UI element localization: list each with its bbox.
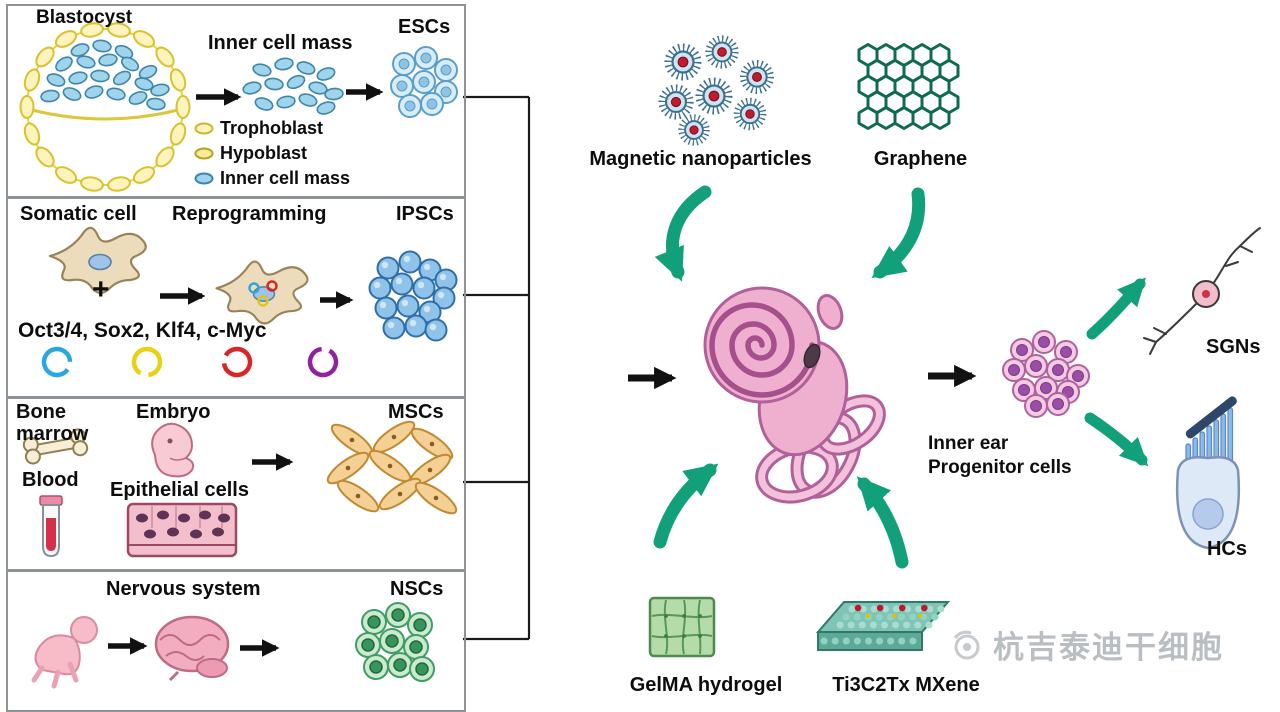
embryo-icon	[151, 422, 195, 478]
msc-result-label: MSCs	[388, 401, 444, 423]
graphene-lattice-illustration	[857, 43, 960, 130]
reprogramming-label: Reprogramming	[172, 203, 327, 225]
graphene-label: Graphene	[873, 148, 968, 170]
epithelial-cells-label: Epithelial cells	[110, 479, 249, 501]
hair-cell-illustration	[1175, 396, 1241, 550]
blastocyst-illustration	[19, 20, 191, 194]
gelma-hydrogel-label: GelMA hydrogel	[629, 674, 783, 696]
progenitor-cluster-illustration	[1002, 330, 1090, 418]
watermark-logo-icon	[953, 630, 980, 659]
legend-label: Inner cell mass	[220, 168, 351, 188]
progenitor-label-line2: Progenitor cells	[928, 457, 1072, 478]
gelma-hydrogel-illustration	[648, 596, 716, 658]
panel-title: Blastocyst	[36, 7, 133, 28]
blood-label: Blood	[22, 469, 79, 491]
ipsc-result-label: IPSCs	[396, 203, 454, 225]
plus-sign: +	[92, 273, 110, 306]
reprogramming-factors-label: Oct3/4, Sox2, Klf4, c-Myc	[18, 319, 267, 342]
baby-illustration	[31, 616, 98, 689]
legend-item: Trophoblast	[194, 118, 350, 139]
nsc-panel: Nervous system NSCs	[6, 570, 466, 712]
msc-cluster-illustration	[326, 420, 458, 515]
reprogrammed-cell-illustration	[215, 260, 309, 325]
bone-marrow-label: Bone marrow	[16, 401, 89, 445]
esc-panel: Blastocyst Inner cell mass ESCs Trophobl…	[6, 4, 466, 198]
nsc-result-label: NSCs	[390, 578, 444, 600]
sgn-label: SGNs	[1206, 336, 1261, 358]
nervous-system-label: Nervous system	[106, 578, 261, 600]
mxene-sheet-illustration	[815, 601, 951, 651]
mxene-label: Ti3C2Tx MXene	[832, 674, 980, 696]
inner-cell-mass-cell-icon	[194, 172, 214, 185]
progenitor-label-line1: Inner ear	[928, 433, 1009, 454]
bracket	[463, 95, 531, 641]
green-curved-arrows	[653, 185, 1149, 569]
watermark-text: 杭吉泰迪干细胞	[993, 630, 1224, 665]
plasmid-ring-icons	[41, 346, 339, 378]
magnetic-nanoparticles-label: Magnetic nanoparticles	[589, 148, 812, 170]
blood-tube-icon	[39, 495, 63, 558]
msc-panel: Bone marrow Embryo MSCs Blood Epithelial…	[6, 397, 466, 571]
magnetic-nanoparticles-illustration	[662, 39, 771, 143]
trophoblast-cell-icon	[194, 122, 214, 135]
somatic-cell-label: Somatic cell	[20, 203, 137, 225]
watermark: 杭吉泰迪干细胞	[950, 622, 1224, 667]
bone-icon	[22, 428, 89, 465]
ipsc-panel: Somatic cell Reprogramming IPSCs + Oct3/…	[6, 197, 466, 398]
legend-label: Trophoblast	[220, 118, 323, 138]
epithelial-tissue-illustration	[126, 502, 238, 558]
blastocyst-legend: Trophoblast Hypoblast Inner cell mass	[194, 118, 350, 189]
legend-label: Hypoblast	[220, 143, 308, 163]
legend-item: Hypoblast	[194, 143, 350, 164]
legend-item: Inner cell mass	[194, 168, 350, 189]
embryo-label: Embryo	[136, 401, 211, 423]
hypoblast-cell-icon	[194, 147, 214, 160]
brain-illustration	[154, 615, 230, 682]
esc-result-label: ESCs	[398, 16, 451, 38]
hc-label: HCs	[1206, 538, 1247, 560]
cochlea-illustration	[703, 286, 886, 504]
inner-cell-mass-label: Inner cell mass	[208, 32, 353, 54]
sgn-neuron-illustration	[1143, 227, 1261, 355]
